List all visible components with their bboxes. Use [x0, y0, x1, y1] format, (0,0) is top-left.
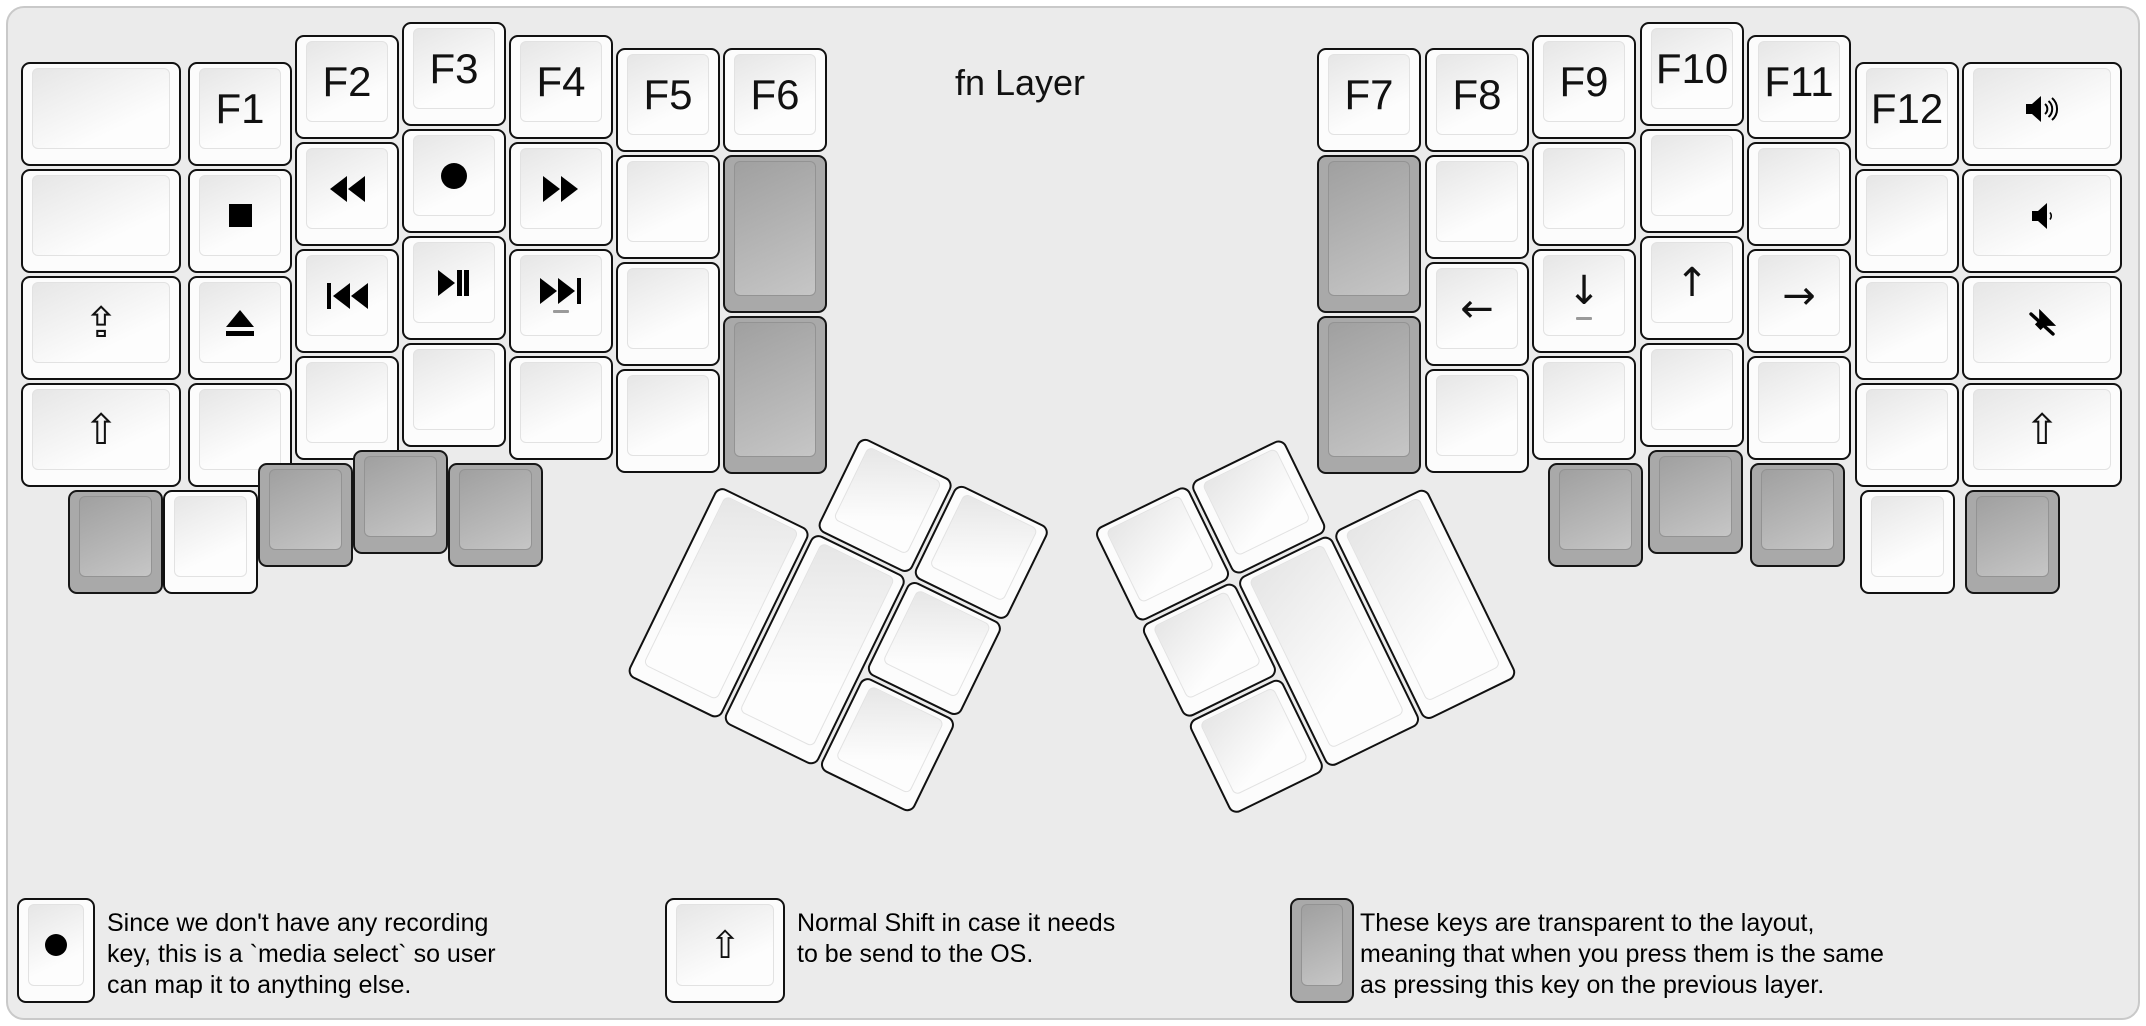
- shift-icon: ⇧: [2024, 404, 2060, 454]
- legend-text-shift: Normal Shift in case it needs to be send…: [797, 909, 1116, 968]
- key-shift-right[interactable]: ⇧: [1962, 383, 2122, 487]
- key-blank[interactable]: [21, 62, 181, 166]
- key-blank[interactable]: [1855, 169, 1959, 273]
- key-play-pause[interactable]: [402, 236, 506, 340]
- key-transparent[interactable]: [723, 155, 827, 313]
- key-blank[interactable]: [295, 356, 399, 460]
- key-transparent[interactable]: [1317, 155, 1421, 313]
- key-arrow-up[interactable]: ↑: [1640, 236, 1744, 340]
- key-f2[interactable]: F2: [295, 35, 399, 139]
- key-transparent[interactable]: [1750, 463, 1845, 567]
- key-f6[interactable]: F6: [723, 48, 827, 152]
- arrow-left-icon: ←: [1460, 285, 1494, 332]
- legend-text-record: Since we don't have any recording key, t…: [107, 909, 496, 999]
- page-title: fn Layer: [954, 62, 1086, 103]
- key-f1[interactable]: F1: [188, 62, 292, 166]
- key-blank[interactable]: [1532, 356, 1636, 460]
- key-transparent[interactable]: [1965, 490, 2060, 594]
- arrow-down-icon: ↓: [1567, 268, 1601, 314]
- key-blank[interactable]: [1747, 142, 1851, 246]
- key-blank[interactable]: [616, 262, 720, 366]
- key-shift-left[interactable]: ⇧: [21, 383, 181, 487]
- key-eject[interactable]: [188, 276, 292, 380]
- key-volume-up[interactable]: [1962, 62, 2122, 166]
- key-transparent[interactable]: [1548, 463, 1643, 567]
- key-transparent[interactable]: [1648, 450, 1743, 554]
- key-next-track[interactable]: [509, 249, 613, 353]
- key-f8[interactable]: F8: [1425, 48, 1529, 152]
- key-f5[interactable]: F5: [616, 48, 720, 152]
- key-blank[interactable]: [188, 383, 292, 487]
- homing-bar: [1576, 317, 1592, 320]
- previous-track-icon: [326, 282, 368, 309]
- record-icon: [45, 934, 67, 956]
- legend-text-transparent: These keys are transparent to the layout…: [1360, 909, 1884, 999]
- key-f4[interactable]: F4: [509, 35, 613, 139]
- caps-lock-icon: ⇪: [83, 297, 119, 347]
- arrow-up-icon: ↑: [1675, 259, 1709, 306]
- key-f7[interactable]: F7: [1317, 48, 1421, 152]
- key-f3[interactable]: F3: [402, 22, 506, 126]
- key-blank[interactable]: [1425, 155, 1529, 259]
- rewind-icon: [329, 175, 365, 202]
- next-track-icon: [540, 278, 582, 304]
- key-blank[interactable]: [616, 369, 720, 473]
- stop-icon: [228, 204, 252, 227]
- key-record[interactable]: [402, 129, 506, 233]
- key-blank[interactable]: [402, 343, 506, 447]
- key-blank[interactable]: [509, 356, 613, 460]
- key-arrow-right[interactable]: →: [1747, 249, 1851, 353]
- key-blank[interactable]: [1855, 276, 1959, 380]
- key-blank[interactable]: [1640, 343, 1744, 447]
- mute-icon: [2029, 308, 2057, 336]
- key-blank[interactable]: [1747, 356, 1851, 460]
- eject-icon: [226, 309, 254, 336]
- key-blank[interactable]: [1425, 369, 1529, 473]
- key-blank[interactable]: [21, 169, 181, 273]
- key-transparent[interactable]: [723, 316, 827, 474]
- fast-forward-icon: [543, 175, 579, 202]
- arrow-right-icon: →: [1782, 272, 1816, 319]
- key-arrow-down[interactable]: ↓: [1532, 249, 1636, 353]
- key-mute[interactable]: [1962, 276, 2122, 380]
- key-f9[interactable]: F9: [1532, 35, 1636, 139]
- key-transparent[interactable]: [68, 490, 163, 594]
- key-arrow-left[interactable]: ←: [1425, 262, 1529, 366]
- key-rewind[interactable]: [295, 142, 399, 246]
- legend-key-transparent: [1290, 898, 1354, 1003]
- key-blank[interactable]: [616, 155, 720, 259]
- record-icon: [441, 162, 467, 189]
- shift-icon: ⇧: [83, 404, 119, 454]
- key-f11[interactable]: F11: [1747, 35, 1851, 139]
- key-transparent[interactable]: [353, 450, 448, 554]
- volume-down-icon: [2032, 202, 2053, 229]
- key-transparent[interactable]: [258, 463, 353, 567]
- play-pause-icon: [438, 269, 470, 296]
- key-previous-track[interactable]: [295, 249, 399, 353]
- key-blank[interactable]: [1855, 383, 1959, 487]
- key-blank[interactable]: [1640, 129, 1744, 233]
- key-caps-lock[interactable]: ⇪: [21, 276, 181, 380]
- shift-icon: ⇧: [709, 923, 741, 967]
- key-stop[interactable]: [188, 169, 292, 273]
- homing-bar: [553, 310, 569, 313]
- key-blank[interactable]: [163, 490, 258, 594]
- legend-key-record: [17, 898, 95, 1003]
- key-fast-forward[interactable]: [509, 142, 613, 246]
- key-f12[interactable]: F12: [1855, 62, 1959, 166]
- key-transparent[interactable]: [448, 463, 543, 567]
- key-volume-down[interactable]: [1962, 169, 2122, 273]
- legend-key-shift: ⇧: [665, 898, 785, 1003]
- volume-up-icon: [2026, 95, 2059, 122]
- key-f10[interactable]: F10: [1640, 22, 1744, 126]
- key-blank[interactable]: [1532, 142, 1636, 246]
- key-transparent[interactable]: [1317, 316, 1421, 474]
- key-blank[interactable]: [1860, 490, 1955, 594]
